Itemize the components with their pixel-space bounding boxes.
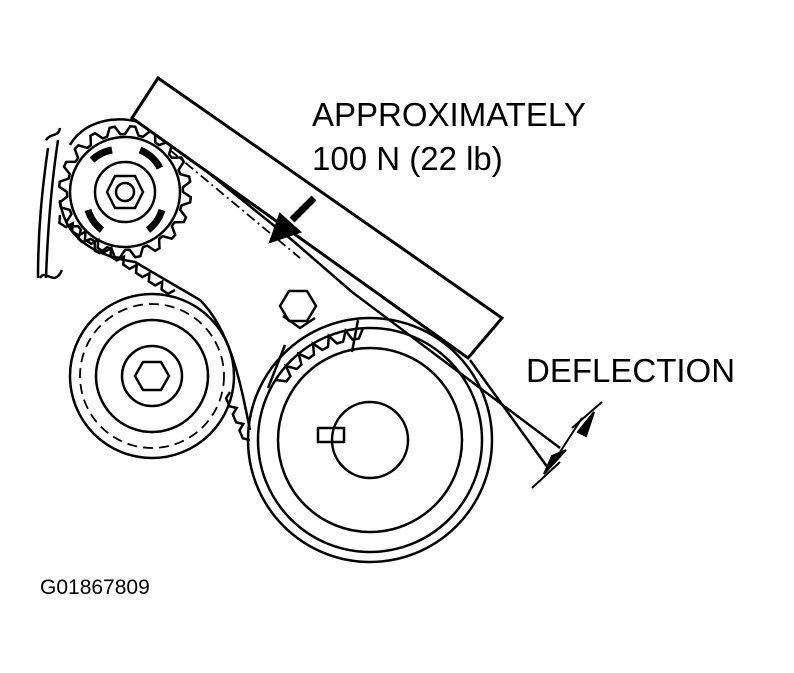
figure-id: G01867809 (40, 576, 150, 599)
cam-bolt-icon (105, 174, 145, 210)
tension-gauge (129, 75, 505, 361)
force-arrow (268, 195, 317, 244)
crankshaft-sprocket (246, 316, 494, 564)
idler-pulley (68, 292, 236, 460)
engine-edge (36, 127, 64, 280)
keyway (316, 426, 346, 444)
force-label-line1: APPROXIMATELY (312, 96, 586, 133)
deflection-label: DEFLECTION (526, 352, 736, 389)
tensioner-bolt (278, 289, 318, 330)
pulley-bolt-icon (133, 360, 171, 392)
camshaft-sprocket (57, 124, 193, 260)
deflection-dimension (531, 401, 603, 489)
force-label-line2: 100 N (22 lb) (312, 140, 503, 177)
